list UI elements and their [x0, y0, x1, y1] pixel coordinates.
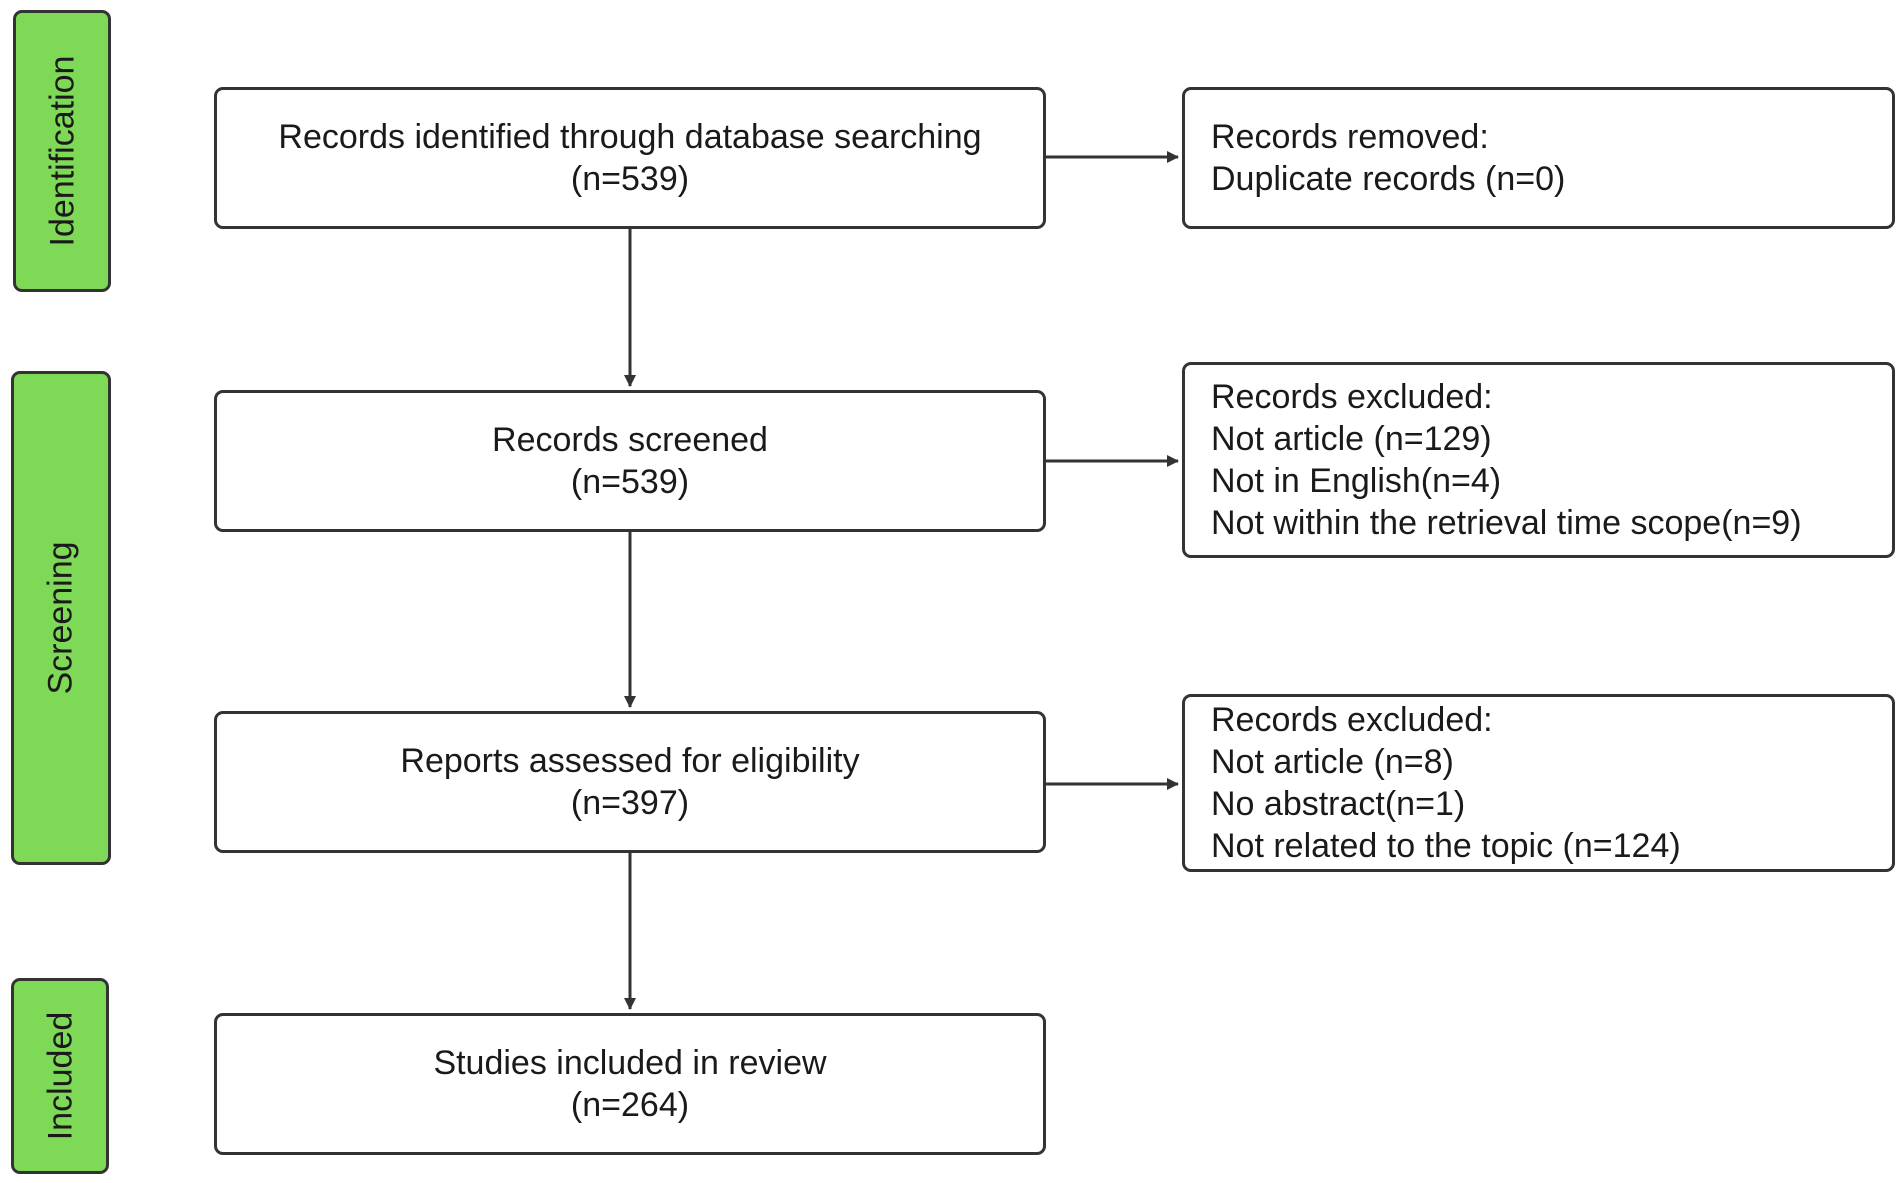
records-removed-heading: Records removed:: [1211, 118, 1489, 156]
not-article-item: Not article (n=129): [1211, 420, 1492, 458]
not-related-to-topic-item: Not related to the topic (n=124): [1211, 827, 1681, 865]
not-within-time-scope-item: Not within the retrieval time scope(n=9): [1211, 504, 1802, 542]
records-identified-box: Records identified through database sear…: [214, 87, 1046, 229]
eligibility-exclusions-box: Records excluded: Not article (n=8) No a…: [1182, 694, 1895, 872]
screening-exclusions-heading: Records excluded:: [1211, 378, 1493, 416]
studies-included-count: (n=264): [570, 1086, 690, 1124]
screening-exclusions-box: Records excluded: Not article (n=129) No…: [1182, 362, 1895, 558]
not-in-english-item: Not in English(n=4): [1211, 462, 1502, 500]
records-identified-title: Records identified through database sear…: [278, 118, 982, 156]
not-article-item: Not article (n=8): [1211, 743, 1454, 781]
eligibility-exclusions-heading: Records excluded:: [1211, 701, 1493, 739]
phase-identification-label: Identification: [43, 55, 81, 247]
duplicate-records-item: Duplicate records (n=0): [1211, 160, 1566, 198]
phase-identification: Identification: [13, 10, 111, 292]
reports-assessed-box: Reports assessed for eligibility (n=397): [214, 711, 1046, 853]
phase-included-label: Included: [41, 1011, 80, 1141]
records-screened-title: Records screened: [492, 421, 768, 459]
records-identified-count: (n=539): [570, 160, 690, 198]
phase-screening: Screening: [11, 371, 111, 865]
studies-included-title: Studies included in review: [433, 1044, 827, 1082]
records-removed-box: Records removed: Duplicate records (n=0): [1182, 87, 1895, 229]
studies-included-box: Studies included in review (n=264): [214, 1013, 1046, 1155]
no-abstract-item: No abstract(n=1): [1211, 785, 1466, 823]
reports-assessed-count: (n=397): [570, 784, 690, 822]
records-screened-count: (n=539): [570, 463, 690, 501]
phase-screening-label: Screening: [42, 541, 81, 695]
reports-assessed-title: Reports assessed for eligibility: [400, 742, 860, 780]
phase-included: Included: [11, 978, 109, 1174]
records-screened-box: Records screened (n=539): [214, 390, 1046, 532]
